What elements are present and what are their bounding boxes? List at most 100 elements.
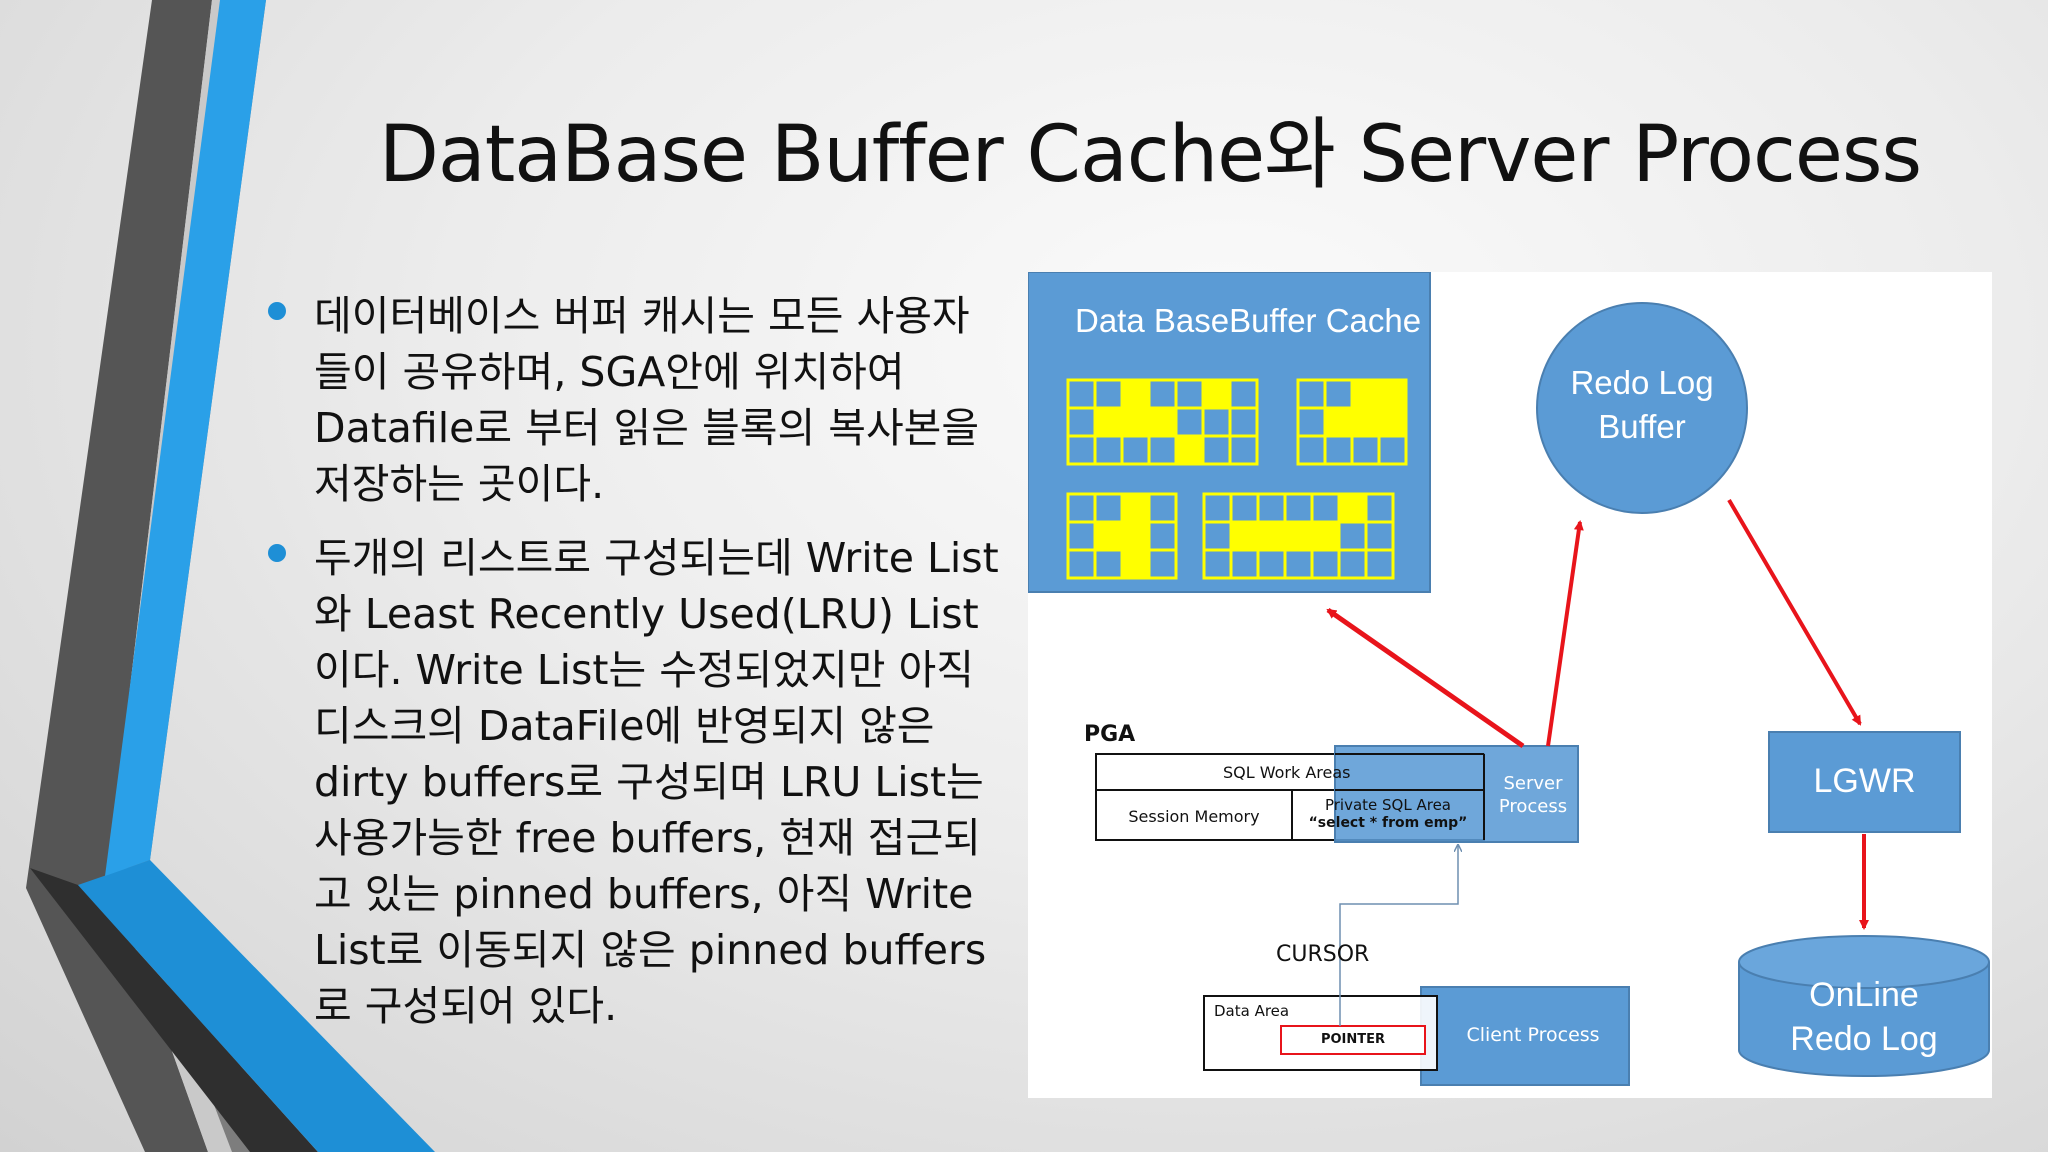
private-sql-query-label: “select * from emp” xyxy=(1308,815,1468,831)
buffer-cell xyxy=(1066,434,1097,466)
buffer-cell xyxy=(1066,492,1097,524)
buffer-cell xyxy=(1093,492,1124,524)
lgwr-label: LGWR xyxy=(1813,762,1916,800)
buffer-cell xyxy=(1066,520,1097,552)
arrow-server-to-cache xyxy=(1326,607,1525,749)
redo-buffer-label-1: Redo Log xyxy=(1570,364,1714,401)
buffer-cell xyxy=(1377,406,1408,438)
buffer-cell xyxy=(1120,434,1151,466)
bullet-text: 데이터베이스 버퍼 캐시는 모든 사용자들이 공유하며, SGA안에 위치하여 … xyxy=(314,292,980,508)
buffer-cell xyxy=(1364,548,1395,580)
buffer-cell xyxy=(1229,492,1260,524)
online-redo-label-1: OnLine xyxy=(1809,976,1919,1014)
buffer-cell xyxy=(1283,520,1314,552)
buffer-cell xyxy=(1174,434,1205,466)
buffer-cell xyxy=(1296,406,1327,438)
buffer-cache-label: Data BaseBuffer Cache xyxy=(1075,302,1422,339)
buffer-cell xyxy=(1256,520,1287,552)
arrow-redo-to-lgwr xyxy=(1727,498,1862,726)
buffer-cell xyxy=(1310,492,1341,524)
arrow-server-to-redo xyxy=(1546,520,1584,747)
bullet-dot-icon xyxy=(268,544,286,562)
bullet-list: 데이터베이스 버퍼 캐시는 모든 사용자들이 공유하며, SGA안에 위치하여 … xyxy=(262,288,1002,1052)
buffer-cell xyxy=(1201,378,1232,410)
buffer-cell xyxy=(1256,548,1287,580)
client-process-label: Client Process xyxy=(1466,1024,1600,1046)
online-redo-label-2: Redo Log xyxy=(1790,1020,1938,1058)
buffer-cell xyxy=(1364,520,1395,552)
buffer-cell xyxy=(1120,548,1151,580)
buffer-cell xyxy=(1147,378,1178,410)
buffer-cell xyxy=(1093,406,1124,438)
buffer-cell xyxy=(1147,406,1178,438)
buffer-cell xyxy=(1147,520,1178,552)
sql-work-areas-label: SQL Work Areas xyxy=(1223,763,1351,782)
buffer-grids xyxy=(1066,378,1408,580)
buffer-cell xyxy=(1174,378,1205,410)
cursor-connector xyxy=(1339,846,1458,1026)
buffer-cell xyxy=(1147,434,1178,466)
bullet-dot-icon xyxy=(268,302,286,320)
buffer-cell xyxy=(1093,548,1124,580)
buffer-cell xyxy=(1310,520,1341,552)
bullet-item: 데이터베이스 버퍼 캐시는 모든 사용자들이 공유하며, SGA안에 위치하여 … xyxy=(262,288,1002,512)
buffer-cell xyxy=(1229,548,1260,580)
buffer-cell xyxy=(1377,434,1408,466)
buffer-cell xyxy=(1066,378,1097,410)
data-area-label: Data Area xyxy=(1214,1002,1290,1020)
pointer-label: POINTER xyxy=(1320,1032,1386,1047)
buffer-cell xyxy=(1202,548,1233,580)
buffer-cell xyxy=(1350,434,1381,466)
buffer-cell xyxy=(1066,406,1097,438)
cursor-label: CURSOR xyxy=(1276,942,1370,967)
server-process-box xyxy=(1334,745,1579,843)
buffer-cell xyxy=(1337,548,1368,580)
buffer-cell xyxy=(1283,492,1314,524)
architecture-diagram: Data BaseBuffer Cache Redo Log Buffer PG… xyxy=(1028,272,1992,1098)
buffer-cell xyxy=(1093,434,1124,466)
bullet-item: 두개의 리스트로 구성되는데 Write List와 Least Recentl… xyxy=(262,530,1002,1034)
buffer-cell xyxy=(1296,434,1327,466)
buffer-cell xyxy=(1350,406,1381,438)
buffer-cell xyxy=(1283,548,1314,580)
buffer-cell xyxy=(1120,492,1151,524)
session-memory-label: Session Memory xyxy=(1128,807,1260,826)
buffer-cell xyxy=(1364,492,1395,524)
buffer-cell xyxy=(1147,548,1178,580)
online-redo-log-cylinder xyxy=(1738,962,1990,1077)
buffer-cell xyxy=(1310,548,1341,580)
buffer-cell xyxy=(1377,378,1408,410)
buffer-cell xyxy=(1120,520,1151,552)
buffer-cell xyxy=(1174,406,1205,438)
buffer-cell xyxy=(1296,378,1327,410)
buffer-cell xyxy=(1093,378,1124,410)
bullet-text: 두개의 리스트로 구성되는데 Write List와 Least Recentl… xyxy=(314,534,999,1030)
lgwr-box xyxy=(1768,731,1961,833)
buffer-cell xyxy=(1229,520,1260,552)
buffer-cell xyxy=(1323,434,1354,466)
buffer-cell xyxy=(1337,520,1368,552)
buffer-cell xyxy=(1202,492,1233,524)
buffer-cell xyxy=(1228,378,1259,410)
buffer-cell xyxy=(1350,378,1381,410)
server-process-label-1: Server xyxy=(1503,773,1563,794)
redo-buffer-label-2: Buffer xyxy=(1598,408,1686,445)
buffer-cell xyxy=(1120,406,1151,438)
pointer-box xyxy=(1280,1025,1426,1055)
server-process-label-2: Process xyxy=(1498,796,1568,817)
buffer-cell xyxy=(1228,406,1259,438)
diagram-shapes xyxy=(1028,272,1990,1086)
pga-label: PGA xyxy=(1084,722,1136,747)
buffer-cell xyxy=(1323,378,1354,410)
client-process-box xyxy=(1420,986,1630,1086)
buffer-cell xyxy=(1147,492,1178,524)
slide-title: DataBase Buffer Cache와 Server Process xyxy=(378,110,1922,200)
buffer-cell xyxy=(1323,406,1354,438)
buffer-cell xyxy=(1256,492,1287,524)
buffer-cell xyxy=(1093,520,1124,552)
buffer-cell xyxy=(1066,548,1097,580)
private-sql-area-label: Private SQL Area xyxy=(1324,796,1452,814)
buffer-cell xyxy=(1202,520,1233,552)
